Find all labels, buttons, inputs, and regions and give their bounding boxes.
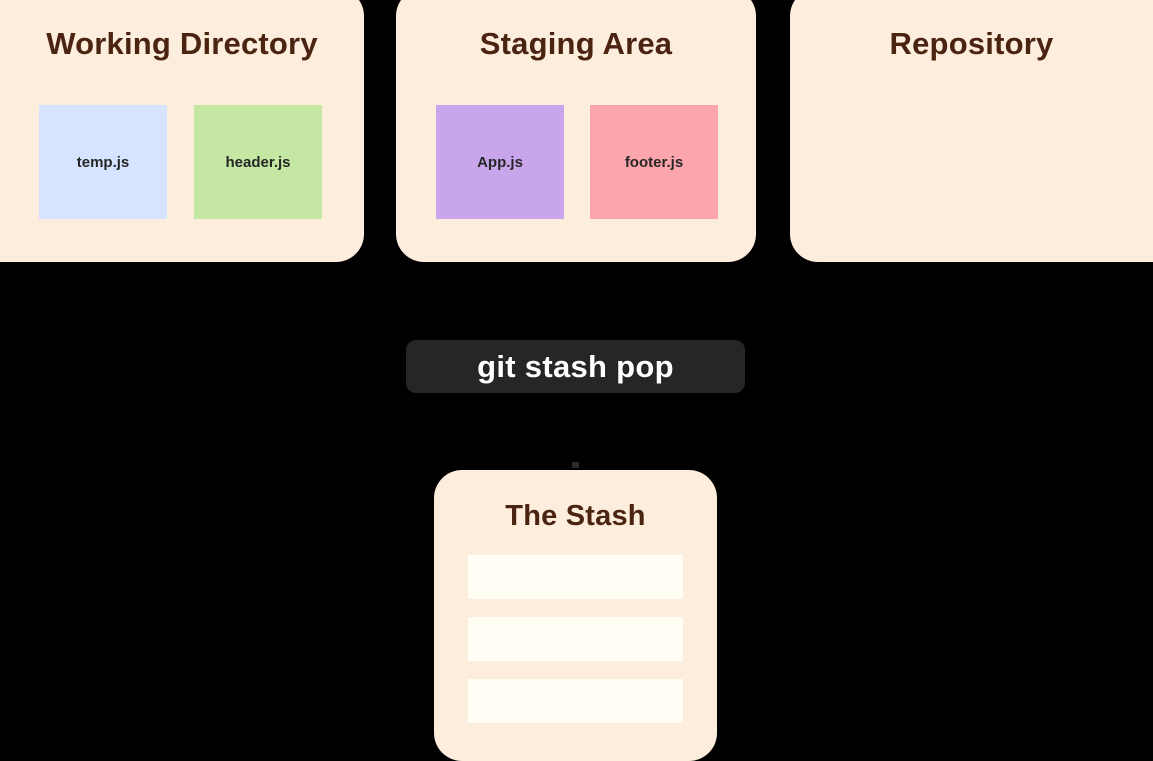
- clipped-artifact: [572, 462, 579, 468]
- git-command-badge[interactable]: git stash pop: [406, 340, 745, 393]
- panel-title-the-stash: The Stash: [505, 500, 646, 532]
- panel-working-directory: Working Directory temp.js header.js: [0, 0, 364, 262]
- panel-title-working-directory: Working Directory: [46, 26, 318, 61]
- panel-title-staging-area: Staging Area: [479, 26, 673, 61]
- file-card-label: footer.js: [624, 153, 684, 171]
- panel-repository: Repository: [790, 0, 1153, 262]
- file-card-header-js[interactable]: header.js: [194, 105, 322, 219]
- panel-staging-area: Staging Area App.js footer.js: [396, 0, 756, 262]
- file-card-label: App.js: [477, 153, 523, 171]
- file-card-label: header.js: [225, 153, 291, 171]
- git-command-label: git stash pop: [477, 348, 674, 384]
- stash-slot[interactable]: [468, 679, 683, 723]
- stash-slot[interactable]: [468, 617, 683, 661]
- stash-slot[interactable]: [468, 555, 683, 599]
- file-card-label: temp.js: [76, 153, 130, 171]
- file-card-temp-js[interactable]: temp.js: [39, 105, 167, 219]
- file-card-app-js[interactable]: App.js: [436, 105, 564, 219]
- panel-the-stash: The Stash: [434, 470, 717, 761]
- panel-title-repository: Repository: [889, 26, 1054, 61]
- file-card-footer-js[interactable]: footer.js: [590, 105, 718, 219]
